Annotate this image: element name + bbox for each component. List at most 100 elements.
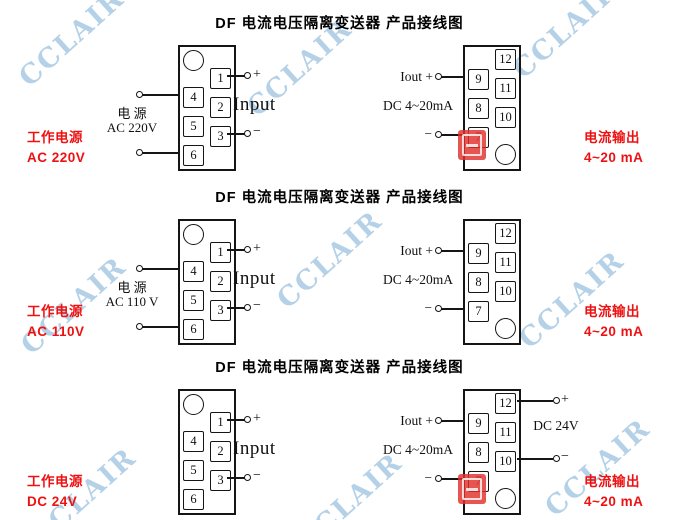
output-minus-sign: − (424, 300, 432, 315)
red-seal-stamp (458, 130, 486, 160)
output-terminal-block: 9 8 7 12 11 10 (463, 219, 521, 345)
terminal-box-11: 11 (495, 78, 516, 99)
wire-terminal-dot (244, 72, 251, 79)
terminal-box-10: 10 (495, 281, 516, 302)
terminal-box-8: 8 (468, 442, 489, 463)
left-caption-line2: DC 24V (27, 494, 78, 509)
power-label-line2: AC 220V (106, 120, 158, 135)
terminal-box-6: 6 (183, 145, 204, 166)
terminal-box-6: 6 (183, 489, 204, 510)
dc24v-minus-sign: − (561, 449, 569, 464)
wire (441, 420, 463, 422)
input-minus-sign: − (253, 468, 261, 483)
left-caption-line1: 工作电源 (27, 130, 83, 145)
output-minus-sign: − (424, 126, 432, 141)
wire-terminal-dot (244, 416, 251, 423)
wire-terminal-dot (553, 455, 560, 462)
wire (227, 249, 245, 251)
terminal-box-8: 8 (468, 272, 489, 293)
input-minus-sign: − (253, 124, 261, 139)
output-range-label: DC 4~20mA (383, 442, 453, 457)
terminal-box-1: 1 (210, 242, 231, 263)
terminal-box-12: 12 (495, 223, 516, 244)
wire-terminal-dot (435, 305, 442, 312)
wire (141, 152, 178, 154)
terminal-box-2: 2 (210, 97, 231, 118)
terminal-box-4: 4 (183, 431, 204, 452)
terminal-box-3: 3 (210, 300, 231, 321)
mounting-hole (183, 394, 204, 415)
wire-terminal-dot (136, 265, 143, 272)
terminal-box-3: 3 (210, 470, 231, 491)
power-label-line1: 电 源 (117, 280, 147, 295)
wire-terminal-dot (435, 73, 442, 80)
left-caption-line1: 工作电源 (27, 304, 83, 319)
wire (141, 326, 178, 328)
red-seal-stamp (458, 474, 486, 504)
wiring-diagram: DF 电流电压隔离变送器 产品接线图 工作电源 AC 220V 电流输出 4~2… (0, 8, 679, 180)
output-range-label: DC 4~20mA (383, 272, 453, 287)
wire (517, 400, 553, 402)
terminal-box-10: 10 (495, 107, 516, 128)
terminal-box-2: 2 (210, 271, 231, 292)
wire-terminal-dot (435, 131, 442, 138)
wire (441, 250, 463, 252)
wire-terminal-dot (435, 417, 442, 424)
right-caption-line1: 电流输出 (584, 474, 640, 489)
wire (227, 419, 245, 421)
terminal-box-12: 12 (495, 393, 516, 414)
input-minus-sign: − (253, 298, 261, 313)
wire-terminal-dot (553, 397, 560, 404)
output-terminal-block: 9 8 7 12 11 10 (463, 45, 521, 171)
right-caption-line1: 电流输出 (584, 304, 640, 319)
wire-terminal-dot (435, 247, 442, 254)
terminal-box-3: 3 (210, 126, 231, 147)
wire-terminal-dot (136, 323, 143, 330)
terminal-box-5: 5 (183, 290, 204, 311)
terminal-box-12: 12 (495, 49, 516, 70)
terminal-box-8: 8 (468, 98, 489, 119)
terminal-box-5: 5 (183, 116, 204, 137)
output-range-label: DC 4~20mA (383, 98, 453, 113)
mounting-hole (495, 144, 516, 165)
terminal-box-1: 1 (210, 412, 231, 433)
iout-label: Iout + (400, 69, 433, 84)
wire-terminal-dot (136, 149, 143, 156)
input-terminal-block: 4 5 6 1 2 3 (178, 219, 236, 345)
mounting-hole (495, 318, 516, 339)
wire (441, 76, 463, 78)
input-plus-sign: + (253, 241, 261, 256)
diagram-title: DF 电流电压隔离变送器 产品接线图 (215, 16, 464, 32)
wire (227, 133, 245, 135)
terminal-box-11: 11 (495, 252, 516, 273)
left-caption-line1: 工作电源 (27, 474, 83, 489)
wire-terminal-dot (435, 475, 442, 482)
terminal-box-4: 4 (183, 87, 204, 108)
input-label: Input (233, 268, 276, 289)
power-label-line2: AC 110 V (105, 294, 159, 309)
power-label-line1: 电 源 (117, 106, 147, 121)
mounting-hole (495, 488, 516, 509)
wire (227, 477, 245, 479)
right-caption-line2: 4~20 mA (584, 494, 644, 509)
dc24v-label: DC 24V (533, 418, 579, 433)
wire-terminal-dot (136, 91, 143, 98)
wiring-diagram: DF 电流电压隔离变送器 产品接线图 工作电源 DC 24V 电流输出 4~20… (0, 352, 679, 520)
left-caption-line2: AC 220V (27, 150, 86, 165)
input-terminal-block: 4 5 6 1 2 3 (178, 389, 236, 515)
wire (227, 307, 245, 309)
right-caption-line1: 电流输出 (584, 130, 640, 145)
dc24v-plus-sign: + (561, 392, 569, 407)
input-label: Input (233, 94, 276, 115)
wire-terminal-dot (244, 246, 251, 253)
wire (141, 94, 178, 96)
terminal-box-1: 1 (210, 68, 231, 89)
terminal-box-10: 10 (495, 451, 516, 472)
wire (441, 478, 463, 480)
input-terminal-block: 4 5 6 1 2 3 (178, 45, 236, 171)
wire-terminal-dot (244, 130, 251, 137)
terminal-box-5: 5 (183, 460, 204, 481)
wiring-diagram: DF 电流电压隔离变送器 产品接线图 工作电源 AC 110V 电流输出 4~2… (0, 182, 679, 354)
wire (517, 458, 553, 460)
